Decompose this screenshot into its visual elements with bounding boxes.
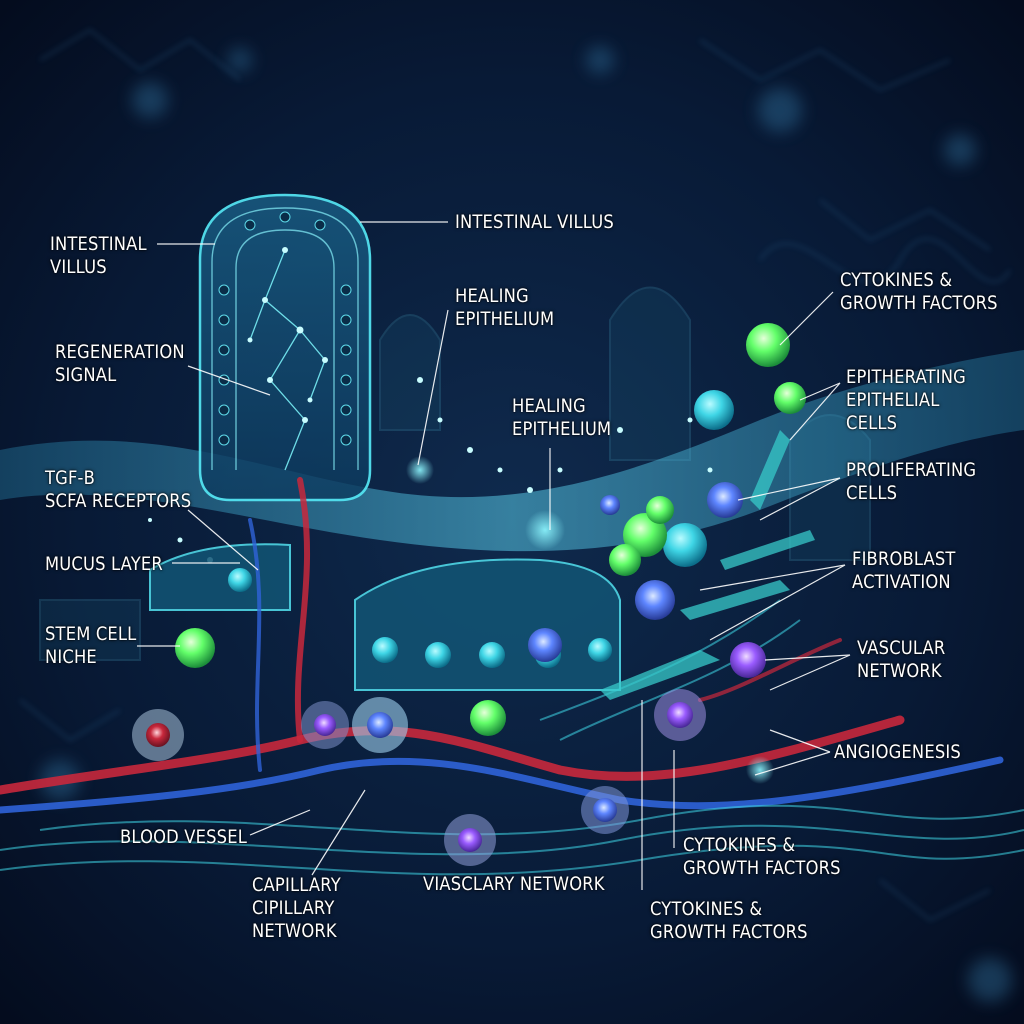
main-villus — [198, 193, 372, 502]
background-molecules — [19, 28, 1011, 922]
fibroblasts — [600, 430, 815, 700]
label-viasclary-network: VIASCLARY NETWORK — [423, 873, 605, 895]
label-mucus-layer: MUCUS LAYER — [45, 553, 163, 575]
label-epitherating-cells: EPITHERATING EPITHELIAL CELLS — [846, 366, 966, 434]
label-blood-vessel: BLOOD VESSEL — [120, 826, 247, 848]
background-bokeh — [40, 46, 1012, 1002]
crypt-right — [354, 558, 621, 691]
label-stem-cell-niche: STEM CELL NICHE — [45, 623, 137, 668]
label-vascular-network-right: VASCULAR NETWORK — [857, 637, 946, 682]
label-intestinal-villus-top: INTESTINAL VILLUS — [455, 211, 614, 233]
crypt-cells — [228, 568, 612, 668]
green-growth-cells — [175, 323, 806, 736]
label-cytokines-mid: CYTOKINES & GROWTH FACTORS — [683, 834, 841, 879]
label-fibroblast-activation: FIBROBLAST ACTIVATION — [852, 548, 956, 593]
signal-dots — [148, 247, 713, 563]
label-healing-epithelium-upper: HEALING EPITHELIUM — [455, 285, 555, 330]
label-tgf-scfa-receptors: TGF-β SCFA RECEPTORS — [45, 467, 192, 512]
label-angiogenesis: ANGIOGENESIS — [834, 741, 961, 763]
callout-lines — [137, 221, 851, 890]
label-capillary-network: CAPILLARY CIPILLARY NETWORK — [252, 874, 341, 942]
label-regeneration-signal: REGENERATION SIGNAL — [55, 341, 185, 386]
label-cytokines-bottom: CYTOKINES & GROWTH FACTORS — [650, 898, 808, 943]
blood-vessels — [0, 477, 1004, 814]
label-cytokines-top: CYTOKINES & GROWTH FACTORS — [840, 269, 998, 314]
label-healing-epithelium-middle: HEALING EPITHELIUM — [512, 395, 612, 440]
label-proliferating-cells: PROLIFERATING CELLS — [846, 459, 977, 504]
villus-nuclei — [218, 211, 352, 446]
glow-spots — [406, 456, 774, 784]
label-intestinal-villus-left: INTESTINAL VILLUS — [50, 233, 147, 278]
villus-cell-rows — [211, 207, 359, 470]
immune-cells — [132, 482, 766, 866]
